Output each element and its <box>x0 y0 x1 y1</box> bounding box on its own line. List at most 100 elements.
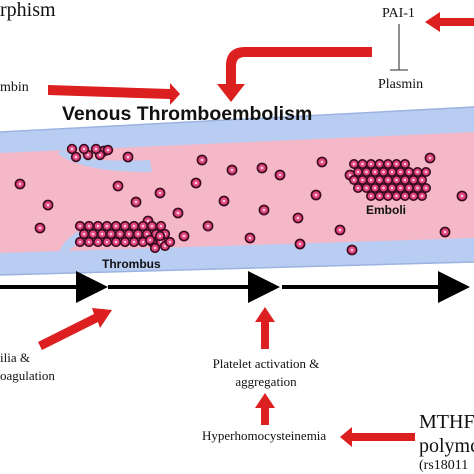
embolus-cell-center <box>420 194 424 198</box>
blood-cell-center <box>338 228 342 232</box>
diagram-title: Venous Thromboembolism <box>62 103 313 125</box>
inhibition-t-bar-icon <box>390 24 408 71</box>
blood-cell-center <box>230 168 234 172</box>
embolus-cell-center <box>378 178 381 182</box>
embolus-cell-center <box>356 170 360 174</box>
mthfr-line-3: (rs18011 <box>419 458 469 473</box>
embolus-cell-center <box>403 178 407 182</box>
red-arrow-hcy-up <box>255 393 275 425</box>
thrombus-cell-center <box>109 232 113 236</box>
embolus-cell-center <box>373 170 377 174</box>
clot-cell-center <box>74 155 78 159</box>
thrombus-cell-center <box>96 240 100 244</box>
embolus-cell-center <box>373 186 377 190</box>
thrombus-cell-center <box>78 240 82 244</box>
blood-cell-center <box>443 230 447 234</box>
embolus-cell-center <box>390 186 394 190</box>
red-arrow-platelet-up <box>255 307 275 349</box>
embolus-cell-center <box>416 186 419 190</box>
embolus-cell-center <box>424 186 428 190</box>
blood-cell-center <box>158 191 162 195</box>
red-arrow-thrombin <box>48 83 180 105</box>
embolus-cell-center <box>403 194 407 198</box>
embolus-cell-center <box>412 194 415 198</box>
thrombus-cell-center <box>141 240 145 244</box>
thrombus-cell-center <box>168 240 172 244</box>
clot-cell-center <box>82 147 86 151</box>
red-arrow-mthfr <box>340 427 415 447</box>
embolus-cell-center <box>386 178 390 182</box>
thrombus-cell-center <box>114 240 118 244</box>
blood-cell-center <box>182 234 186 238</box>
thrombus-cell-center <box>123 240 127 244</box>
thrombus-cell-center <box>123 224 127 228</box>
blood-cell-center <box>350 248 354 252</box>
embolus-cell-center <box>365 170 368 174</box>
embolus-cell-center <box>395 162 398 166</box>
clot-cell-center <box>86 153 90 157</box>
embolus-cell-center <box>399 170 402 174</box>
embolus-cell-center <box>416 170 419 174</box>
red-arrow-thrombophilia <box>38 308 112 350</box>
blood-cell-center <box>206 224 210 228</box>
embolus-cell-center <box>369 178 373 182</box>
thrombus-cell-center <box>159 224 163 228</box>
thrombus-cell-center <box>136 232 140 236</box>
red-arrow-pai1-input <box>425 12 474 32</box>
thrombus-cell-center <box>78 224 82 228</box>
embolus-cell-center <box>395 194 398 198</box>
blood-cell-center <box>428 156 432 160</box>
plasmin-label: Plasmin <box>378 77 424 92</box>
embolus-cell-center <box>378 162 381 166</box>
embolus-cell-center <box>369 162 373 166</box>
thrombus-cell-center <box>96 224 100 228</box>
emboli-label: Emboli <box>366 203 407 217</box>
thrombus-cell-center <box>87 240 91 244</box>
blood-cell-center <box>222 199 226 203</box>
embolus-cell-center <box>407 186 411 190</box>
blood-cell-center <box>278 173 282 177</box>
thrombus-cell-center <box>127 232 131 236</box>
embolus-cell-center <box>424 170 428 174</box>
clot-cell-center <box>70 147 74 151</box>
valve-cusp-upper <box>58 149 152 172</box>
thrombus-cell-center <box>163 244 167 248</box>
blood-cell-center <box>146 219 150 223</box>
thrombus-cell-center <box>141 224 145 228</box>
embolus-cell-center <box>365 186 368 190</box>
blood-cell-center <box>320 160 324 164</box>
embolus-cell-center <box>356 186 360 190</box>
thrombus-cell-center <box>150 224 154 228</box>
thrombus-cell-center <box>118 232 122 236</box>
platelet-line-2: aggregation <box>235 374 297 389</box>
mthfr-line-1: MTHF <box>419 411 474 433</box>
blood-cell-center <box>134 200 138 204</box>
embolus-cell-center <box>369 194 373 198</box>
polymorphism-label: rphism <box>0 0 56 21</box>
blood-cell-center <box>38 226 42 230</box>
clot-cell-center <box>94 147 98 151</box>
thrombus-cell-center <box>148 238 152 242</box>
blood-cell-center <box>18 182 22 186</box>
embolus-cell-center <box>386 194 390 198</box>
embolus-cell-center <box>399 186 402 190</box>
blood-cell-center <box>176 211 180 215</box>
pai1-label: PAI-1 <box>382 6 415 21</box>
thrombus-cell-center <box>158 234 162 238</box>
thrombus-cell-center <box>105 240 109 244</box>
thrombus-cell-center <box>105 224 109 228</box>
embolus-cell-center <box>352 162 356 166</box>
embolus-cell-center <box>407 170 411 174</box>
blood-cell-center <box>296 216 300 220</box>
thrombus-cell-center <box>153 246 157 250</box>
blood-cell-center <box>248 236 252 240</box>
embolus-cell-center <box>382 170 385 174</box>
embolus-cell-center <box>352 178 356 182</box>
blood-cell-center <box>200 158 204 162</box>
thrombus-cell-center <box>91 232 95 236</box>
thrombin-label: mbin <box>0 80 29 95</box>
thrombus-cell-center <box>82 232 86 236</box>
embolus-cell-center <box>361 178 364 182</box>
